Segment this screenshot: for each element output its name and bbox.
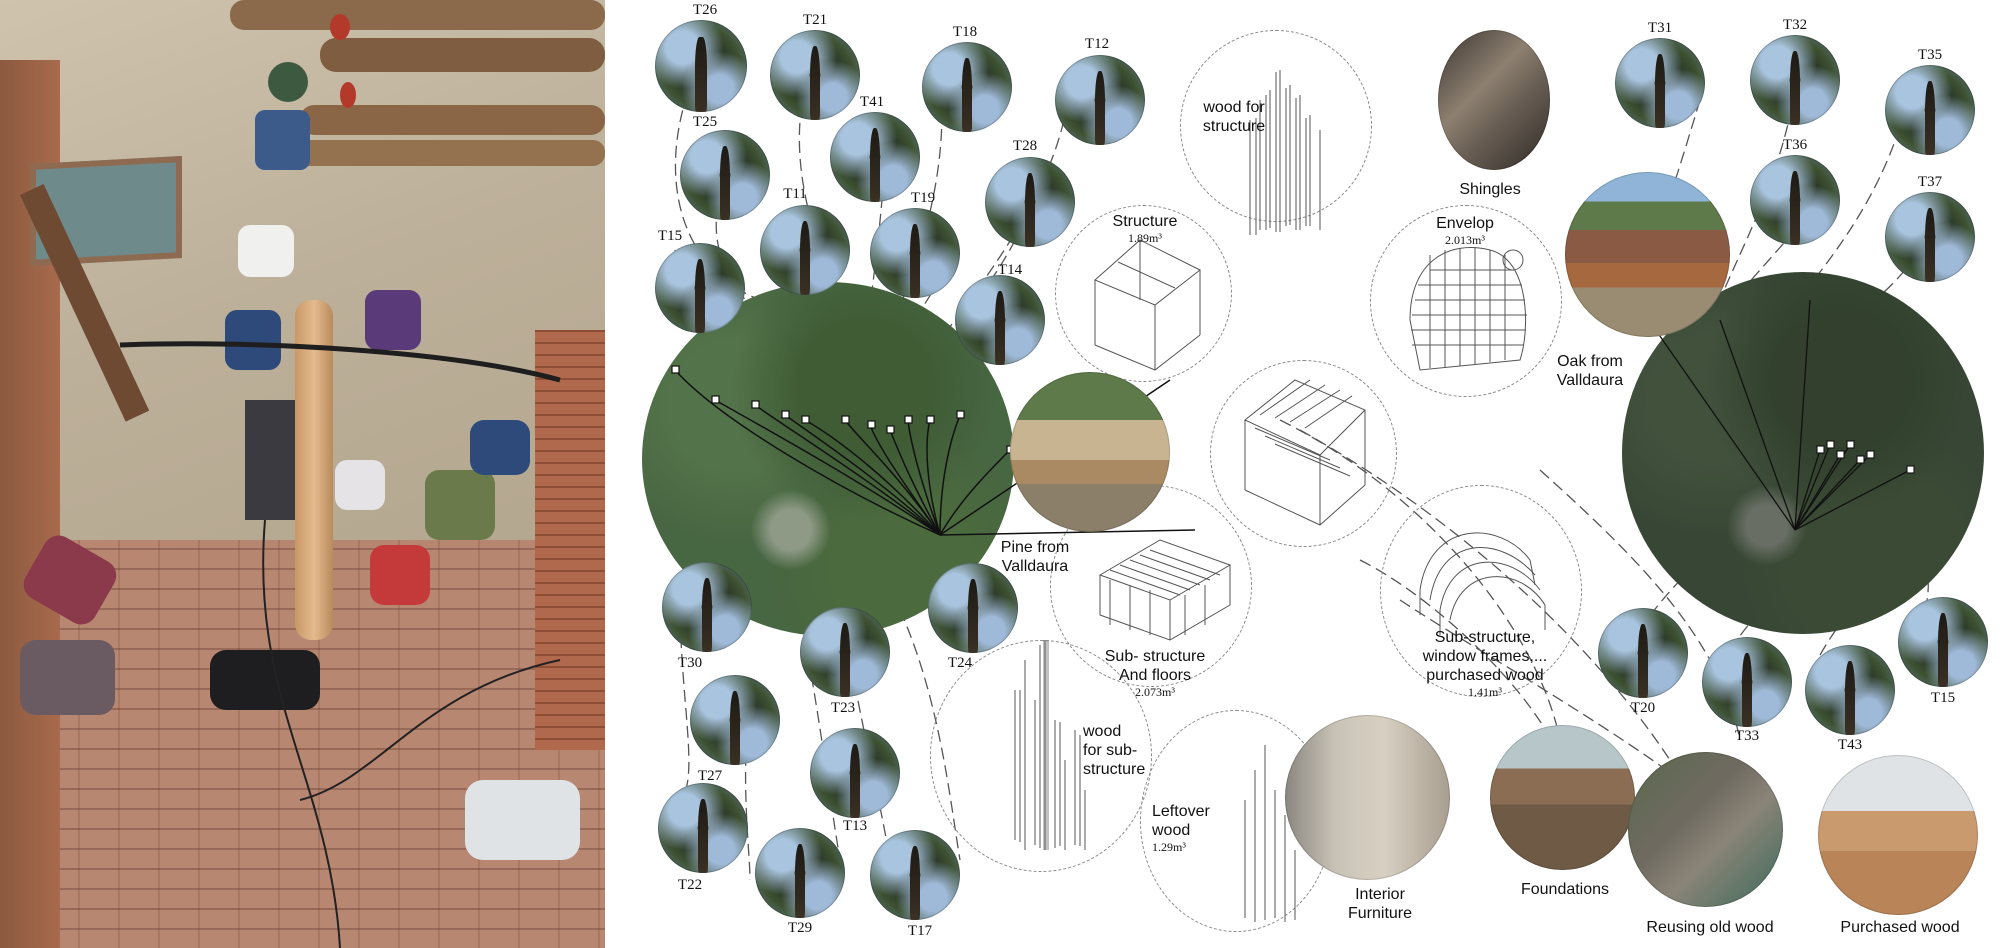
house-wireframes: [1014, 70, 1546, 922]
leftover-label: Leftover wood 1.29m³: [1152, 802, 1222, 854]
tree-label: T36: [1782, 137, 1808, 153]
tree-photo-T22: [658, 783, 748, 873]
tree-photo-T23: [800, 607, 890, 697]
tree-label: T18: [952, 24, 978, 40]
envelop-title: Envelop: [1436, 215, 1494, 232]
wood-structure-label: wood for structure: [1202, 99, 1266, 135]
foundations-photo: [1490, 725, 1635, 870]
tree-photo-T43: [1805, 645, 1895, 735]
tree-label: T41: [859, 94, 885, 110]
tree-photo-T21: [770, 30, 860, 120]
substructure-floors-volume: 2.073m³: [1135, 685, 1175, 699]
tree-photo-T33: [1702, 637, 1792, 727]
tree-label: T28: [1012, 138, 1038, 154]
wood-flow-diagram: T26 T21 T18 T12 T25 T41 T28 T11 T19 T15 …: [640, 0, 2000, 948]
tree-photo-T26: [655, 20, 747, 112]
tree-photo-T15-right: [1898, 597, 1988, 687]
tree-photo-T29: [755, 828, 845, 918]
wood-substructure-circle: [930, 640, 1152, 872]
interior-furniture-photo: [1285, 715, 1450, 880]
tree-photo-T20: [1598, 608, 1688, 698]
substructure-floors-label: Sub- structure And floors 2.073m³: [1095, 647, 1215, 699]
center-house-circle: [1210, 360, 1397, 547]
tree-label: T15: [657, 228, 683, 244]
shingles-label: Shingles: [1459, 181, 1521, 198]
tree-photo-T14: [955, 275, 1045, 365]
tree-label: T27: [697, 768, 723, 784]
structure-volume: 1.89m³: [1128, 231, 1162, 245]
tree-photo-T35: [1885, 65, 1975, 155]
tree-label: T13: [842, 818, 868, 834]
substructure-floors-title: Sub- structure And floors: [1104, 648, 1206, 684]
wood-substructure-label: wood for sub- structure: [1083, 723, 1146, 778]
pine-selection-lines: [671, 365, 1196, 536]
tree-photo-T18: [922, 42, 1012, 132]
purchased-wood-photo: [1818, 755, 1978, 915]
tree-label: T19: [910, 190, 936, 206]
oak-forest-map: [1622, 272, 1984, 634]
tree-photo-T17: [870, 830, 960, 920]
tree-label: T43: [1837, 737, 1863, 753]
tree-label: T26: [692, 2, 718, 18]
pine-lumber-photo: [1010, 372, 1170, 532]
tree-label: T29: [787, 920, 813, 936]
tree-label: T37: [1917, 174, 1943, 190]
tree-label: T12: [1084, 36, 1110, 52]
tree-label: T24: [947, 655, 973, 671]
tree-label: T31: [1647, 20, 1673, 36]
structure-title: Structure: [1112, 213, 1178, 230]
tree-photo-T19: [870, 208, 960, 298]
purchased-sub-label: Sub-structure, window frames,... purchas…: [1410, 628, 1560, 699]
tree-label: T22: [677, 877, 703, 893]
tree-label: T25: [692, 114, 718, 130]
tree-label: T15: [1930, 690, 1956, 706]
workshop-photo: [0, 0, 605, 948]
tree-photo-T36: [1750, 155, 1840, 245]
oak-logs-photo: [1565, 172, 1730, 337]
oak-source-label: Oak from Valldaura: [1556, 353, 1624, 389]
tree-photo-T32: [1750, 35, 1840, 125]
tree-label: T23: [830, 700, 856, 716]
tree-photo-T15-left: [655, 243, 745, 333]
envelop-label: Envelop 2.013m³: [1415, 214, 1515, 247]
tree-photo-T31: [1615, 38, 1705, 128]
structure-circle: [1055, 205, 1232, 382]
shingles-photo: [1438, 30, 1550, 170]
reusing-wood-photo: [1628, 752, 1783, 907]
tree-photo-T12: [1055, 55, 1145, 145]
envelop-volume: 2.013m³: [1445, 233, 1485, 247]
tree-photo-T11: [760, 205, 850, 295]
tree-label: T32: [1782, 17, 1808, 33]
leftover-volume: 1.29m³: [1152, 840, 1186, 854]
purchased-sub-title: Sub-structure, window frames,... purchas…: [1422, 629, 1548, 684]
leftover-title: Leftover wood: [1152, 803, 1210, 839]
tree-photo-T24: [928, 563, 1018, 653]
tree-label: T30: [677, 655, 703, 671]
tree-label: T35: [1917, 47, 1943, 63]
purchased-sub-circle: [1380, 485, 1582, 697]
tree-label: T21: [802, 12, 828, 28]
foundations-label: Foundations: [1520, 881, 1610, 898]
tree-photo-T28: [985, 157, 1075, 247]
tree-label: T20: [1630, 700, 1656, 716]
tree-photo-T41: [830, 112, 920, 202]
pine-source-label: Pine from Valldaura: [1000, 539, 1070, 575]
purchased-label: Purchased wood: [1840, 919, 1960, 936]
tree-photo-T30: [662, 562, 752, 652]
tree-label: T17: [907, 923, 933, 939]
envelop-circle: [1370, 205, 1562, 397]
reusing-label: Reusing old wood: [1646, 919, 1774, 936]
structure-label: Structure 1.89m³: [1095, 212, 1195, 245]
tree-label: T14: [997, 262, 1023, 278]
tree-photo-T37: [1885, 192, 1975, 282]
tree-photo-T27: [690, 675, 780, 765]
tree-label: T11: [783, 186, 807, 202]
tree-photo-T13: [810, 728, 900, 818]
tree-photo-T25: [680, 130, 770, 220]
interior-label: Interior Furniture: [1347, 886, 1413, 922]
tree-label: T33: [1734, 728, 1760, 744]
purchased-sub-volume: 1.41m³: [1468, 685, 1502, 699]
